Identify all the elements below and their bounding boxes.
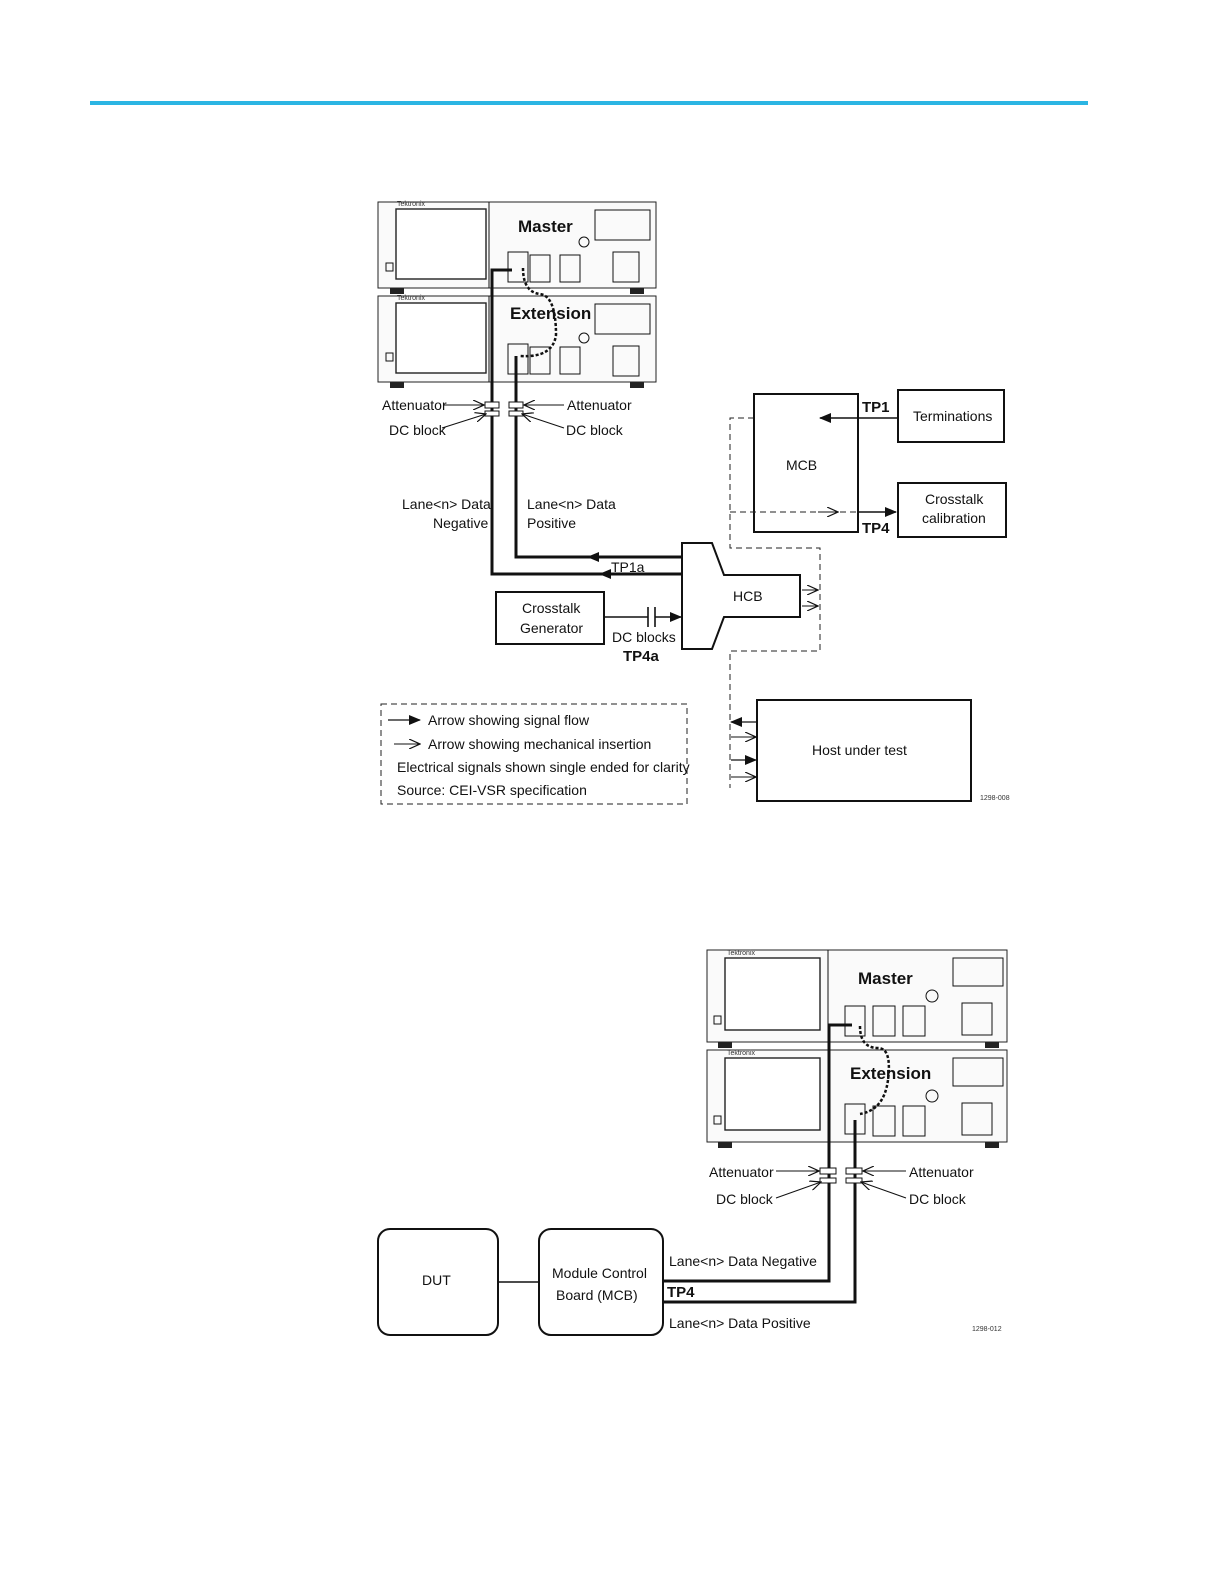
svg-text:Tektronix: Tektronix (727, 1050, 756, 1057)
legend-mechanical-insertion: Arrow showing mechanical insertion (428, 736, 651, 752)
dc-block-left-label: DC block (389, 422, 447, 438)
tp4a-label: TP4a (623, 648, 660, 665)
mcb-dashed-outline (729, 417, 821, 788)
dc-block-left-component-2 (819, 1177, 837, 1184)
crosstalk-generator-label-2: Generator (520, 620, 583, 636)
attenuator-right-label-2: Attenuator (909, 1164, 974, 1180)
mcb-label-2a: Module Control (552, 1265, 647, 1281)
lane-positive-label-2: Positive (527, 515, 576, 531)
crosstalk-calibration-box (897, 482, 1007, 538)
lane-positive-cable-2 (663, 1120, 857, 1304)
legend-source: Source: CEI-VSR specification (397, 782, 587, 798)
mcb-label-2b: Board (MCB) (556, 1287, 638, 1303)
legend-single-ended: Electrical signals shown single ended fo… (397, 759, 690, 775)
tp1-label: TP1 (862, 399, 890, 416)
lane-negative-label-fig2: Lane<n> Data Negative (669, 1253, 817, 1269)
figure-2: Tektronix Master Tektronix Extension (377, 949, 1008, 1336)
tp4-label-2: TP4 (667, 1284, 695, 1301)
tp1a-label: TP1a (611, 559, 645, 575)
dc-block-right-label: DC block (566, 422, 624, 438)
dc-block-right-component-2 (845, 1177, 863, 1184)
legend-box (380, 703, 688, 805)
dc-block-right-component (508, 410, 524, 417)
legend-signal-flow: Arrow showing signal flow (428, 712, 590, 728)
lane-negative-label-1: Lane<n> Data (402, 496, 491, 512)
dut-label: DUT (422, 1272, 451, 1288)
host-under-test-box (756, 699, 972, 802)
lane-negative-cable (490, 268, 682, 576)
master-label-2: Master (858, 969, 913, 988)
master-instrument-2: Tektronix Master (706, 949, 1008, 1048)
svg-text:Tektronix: Tektronix (397, 295, 426, 302)
hcb-board (681, 542, 801, 650)
crosstalk-calibration-label-1: Crosstalk (925, 491, 984, 507)
terminations-box (897, 389, 1005, 443)
lane-negative-label-2: Negative (433, 515, 488, 531)
dc-blocks-label: DC blocks (612, 629, 676, 645)
crosstalk-generator-label-1: Crosstalk (522, 600, 581, 616)
clock-cable (519, 267, 558, 358)
dc-block-left-component (484, 410, 500, 417)
dc-block-right-label-2: DC block (909, 1191, 967, 1207)
svg-text:Tektronix: Tektronix (397, 201, 426, 208)
mcb-box (753, 393, 859, 533)
extension-label-2: Extension (850, 1064, 931, 1083)
attenuator-left-component-2 (819, 1167, 837, 1175)
crosstalk-generator-box (495, 591, 605, 645)
extension-label: Extension (510, 304, 591, 323)
lane-positive-label-1: Lane<n> Data (527, 496, 616, 512)
lane-positive-label-fig2: Lane<n> Data Positive (669, 1315, 811, 1331)
clock-cable-2 (858, 1025, 891, 1116)
extension-instrument-2: Tektronix Extension (706, 1049, 1008, 1148)
attenuator-left-label-2: Attenuator (709, 1164, 774, 1180)
figure-2-id: 1298-012 (972, 1326, 1002, 1333)
master-instrument: Tektronix Master (377, 201, 657, 294)
dc-block-left-label-2: DC block (716, 1191, 774, 1207)
master-label: Master (518, 217, 573, 236)
lane-negative-cable-2 (663, 1023, 852, 1283)
host-under-test-label: Host under test (812, 742, 907, 758)
attenuator-right-component-2 (845, 1167, 863, 1175)
mcb-box-2 (538, 1228, 664, 1336)
tp4-label: TP4 (862, 520, 890, 537)
terminations-label: Terminations (913, 408, 992, 424)
hcb-label: HCB (733, 588, 763, 604)
attenuator-right-component (508, 401, 524, 409)
attenuator-left-label: Attenuator (382, 397, 447, 413)
mcb-label: MCB (786, 457, 817, 473)
crosstalk-calibration-label-2: calibration (922, 510, 986, 526)
figure-1-id: 1298-008 (980, 795, 1010, 802)
attenuator-right-label: Attenuator (567, 397, 632, 413)
figure-1: Tektronix Master Tektronix Extension (377, 201, 1010, 805)
attenuator-left-component (484, 401, 500, 409)
svg-text:Tektronix: Tektronix (727, 950, 756, 957)
